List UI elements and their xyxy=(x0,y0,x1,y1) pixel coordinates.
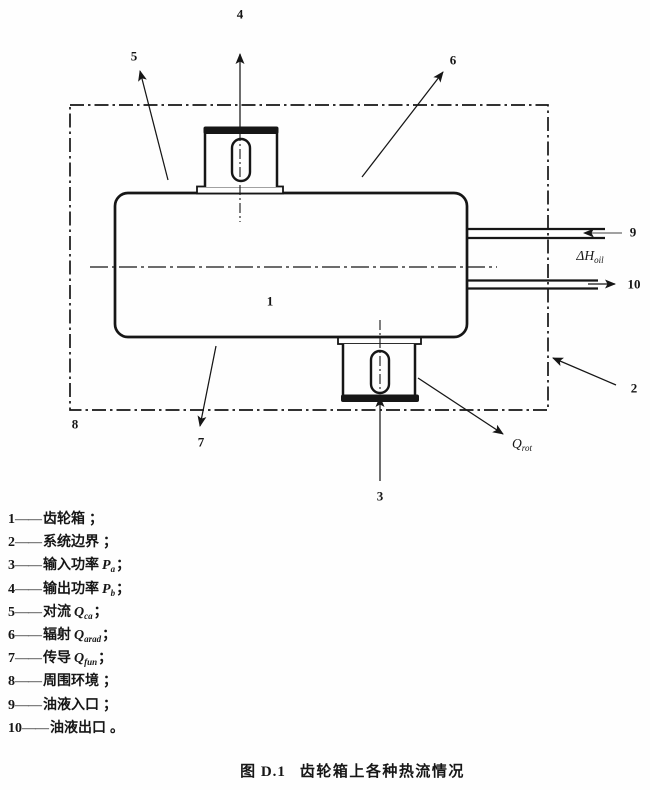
arrow-q-rot xyxy=(417,377,504,435)
figure-caption: 图 D.1 齿轮箱上各种热流情况 xyxy=(0,760,650,781)
gearbox-body xyxy=(113,191,469,339)
legend-number: 9 xyxy=(8,697,15,713)
legend-symbol-subscript: a xyxy=(110,564,116,575)
legend-punctuation: ； xyxy=(89,512,103,527)
legend-separator: —— xyxy=(15,558,42,574)
legend-separator: —— xyxy=(15,651,42,667)
label-4-output-power: 4 xyxy=(236,6,244,22)
legend-symbol-subscript: ca xyxy=(84,610,93,621)
label-10-oil-outlet: 10 xyxy=(627,276,641,292)
legend-label: 系统边界 xyxy=(43,535,99,551)
legend-label: 齿轮箱 xyxy=(43,512,85,527)
legend-number: 10 xyxy=(8,720,22,736)
legend-symbol-subscript: arad xyxy=(84,633,102,644)
q-rot-main: Q xyxy=(512,436,522,451)
label-q-rot: Qrot xyxy=(512,437,532,453)
legend-separator: —— xyxy=(15,674,42,690)
legend-number: 4 xyxy=(8,581,15,597)
arrow-6-radiation xyxy=(361,71,444,178)
leader-2-system-boundary xyxy=(552,357,617,386)
label-5-convection: 5 xyxy=(130,48,138,64)
legend-number: 7 xyxy=(8,651,15,667)
legend-separator: —— xyxy=(15,697,42,713)
legend-symbol-subscript: b xyxy=(110,587,116,598)
top-bearing-boss xyxy=(196,126,284,222)
legend-separator: —— xyxy=(15,604,42,620)
legend-punctuation: 。 xyxy=(110,720,124,736)
legend-number: 8 xyxy=(8,674,15,690)
legend-punctuation: ； xyxy=(93,604,108,620)
oil-outlet-pipe xyxy=(467,279,598,290)
figure-title: 齿轮箱上各种热流情况 xyxy=(299,764,465,780)
legend-item-8: 8——周围环境； xyxy=(8,670,428,693)
legend-number: 1 xyxy=(8,512,15,527)
legend-symbol: P xyxy=(102,581,111,597)
legend-punctuation: ； xyxy=(98,651,113,667)
legend-symbol: P xyxy=(102,558,111,574)
legend-label: 传导 xyxy=(43,651,71,667)
delta-h-oil-subscript: oil xyxy=(594,255,604,265)
legend-label: 对流 xyxy=(43,604,71,620)
legend-punctuation: ； xyxy=(103,674,117,690)
label-delta-h-oil: ΔHoil xyxy=(576,249,603,265)
oil-inlet-pipe xyxy=(467,227,605,240)
legend-punctuation: ； xyxy=(103,697,117,713)
label-2-system-boundary: 2 xyxy=(630,380,638,396)
legend-symbol: Q xyxy=(74,604,85,620)
legend-symbol: Q xyxy=(74,627,85,643)
legend-number: 5 xyxy=(8,604,15,620)
legend-item-9: 9——油液入口； xyxy=(8,694,428,717)
legend-number: 3 xyxy=(8,558,15,574)
legend-separator: —— xyxy=(15,512,42,527)
legend-separator: —— xyxy=(15,535,42,551)
arrow-7-conduction xyxy=(197,345,217,427)
legend-item-10: 10——油液出口。 xyxy=(8,717,428,740)
delta-h-oil-main: ΔH xyxy=(576,248,595,263)
legend-label: 油液出口 xyxy=(50,720,106,736)
legend-label: 输出功率 xyxy=(43,581,99,597)
legend-punctuation: ； xyxy=(102,627,117,643)
legend-separator: —— xyxy=(15,627,42,643)
legend-number: 6 xyxy=(8,627,15,643)
legend-label: 油液入口 xyxy=(43,697,99,713)
label-8-environment: 8 xyxy=(71,416,79,432)
label-7-conduction: 7 xyxy=(197,434,205,450)
label-6-radiation: 6 xyxy=(449,52,457,68)
legend-separator: —— xyxy=(22,720,49,736)
gearbox-heat-flow-diagram: 4 5 6 1 2 3 7 8 9 10 ΔHoil Qrot xyxy=(69,6,641,504)
label-1-gearbox: 1 xyxy=(266,293,274,309)
bottom-bearing-boss xyxy=(337,320,422,402)
legend-symbol: Q xyxy=(74,651,85,667)
diagram-canvas xyxy=(69,53,622,481)
legend-label: 辐射 xyxy=(43,627,71,643)
figure-number: 图 D.1 xyxy=(240,764,286,780)
legend-separator: —— xyxy=(15,581,42,597)
arrow-5-convection xyxy=(138,70,169,181)
label-9-oil-inlet: 9 xyxy=(629,224,637,240)
legend-label: 周围环境 xyxy=(43,674,99,690)
legend-item-1: 1——齿轮箱 ； xyxy=(8,508,428,531)
label-3-input-power: 3 xyxy=(376,488,384,504)
q-rot-subscript: rot xyxy=(521,443,532,453)
legend-symbol-subscript: fun xyxy=(84,657,98,668)
system-boundary-outline xyxy=(69,104,549,411)
legend-label: 输入功率 xyxy=(43,558,99,574)
legend-punctuation: ； xyxy=(116,581,131,597)
legend-number: 2 xyxy=(8,535,15,551)
arrows xyxy=(138,53,622,481)
legend-punctuation: ； xyxy=(116,558,131,574)
legend-item-2: 2——系统边界； xyxy=(8,531,428,554)
legend-punctuation: ； xyxy=(103,535,117,551)
